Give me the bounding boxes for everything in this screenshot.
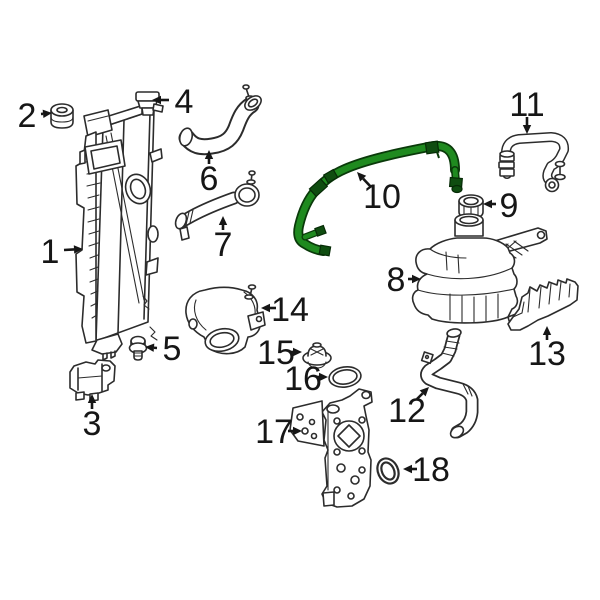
part-radiator-cap [135,91,164,116]
callout-13: 13 [528,326,566,373]
callout-15: 15 [257,334,302,372]
part-inlet-tube [174,170,260,241]
callout-3: 3 [83,394,102,443]
callout-5: 5 [145,330,181,368]
callout-number-8: 8 [387,261,406,299]
part-thermostat-gasket [328,366,362,388]
callout-number-10: 10 [363,178,401,216]
callout-2: 2 [18,97,52,135]
callout-14: 14 [261,291,309,329]
part-splash-shield [507,278,579,331]
callout-number-11: 11 [509,86,544,124]
callout-17: 17 [255,413,302,451]
callout-number-2: 2 [18,97,37,135]
callout-number-16: 16 [284,360,322,398]
callout-number-6: 6 [200,160,219,198]
callout-number-4: 4 [175,83,194,121]
callout-number-1: 1 [41,233,60,271]
callout-number-12: 12 [388,392,426,430]
callout-number-17: 17 [255,413,293,451]
callout-10: 10 [357,172,401,216]
part-radiator [75,99,163,361]
callout-1: 1 [41,233,83,271]
part-thermostat [302,342,332,372]
callout-number-15: 15 [257,334,295,372]
callout-number-9: 9 [500,187,519,225]
callout-number-5: 5 [163,330,182,368]
callout-11: 11 [509,86,545,134]
part-water-outlet-elbow [185,284,266,355]
callout-number-18: 18 [412,451,450,489]
callout-number-14: 14 [271,291,309,329]
callout-number-13: 13 [528,335,566,373]
part-upper-radiator-hose [178,84,262,156]
callout-18: 18 [403,451,450,489]
callout-4: 4 [152,83,193,121]
callout-number-3: 3 [83,405,102,443]
part-lower-mount-bracket [69,359,116,402]
callout-7: 7 [214,216,233,264]
part-support-bracket [289,388,373,508]
callout-number-7: 7 [214,226,233,264]
callout-8: 8 [387,261,421,299]
part-highlighted-hose-assembly [293,140,463,257]
part-overflow-hose [498,132,570,193]
part-o-ring-seal [376,457,400,485]
part-lower-radiator-hose [420,328,479,439]
callout-6: 6 [200,150,219,198]
part-mounting-bolt [128,335,148,361]
callout-12: 12 [388,387,429,430]
callout-9: 9 [483,187,518,225]
part-grommet [50,103,74,129]
callout-16: 16 [284,360,328,398]
